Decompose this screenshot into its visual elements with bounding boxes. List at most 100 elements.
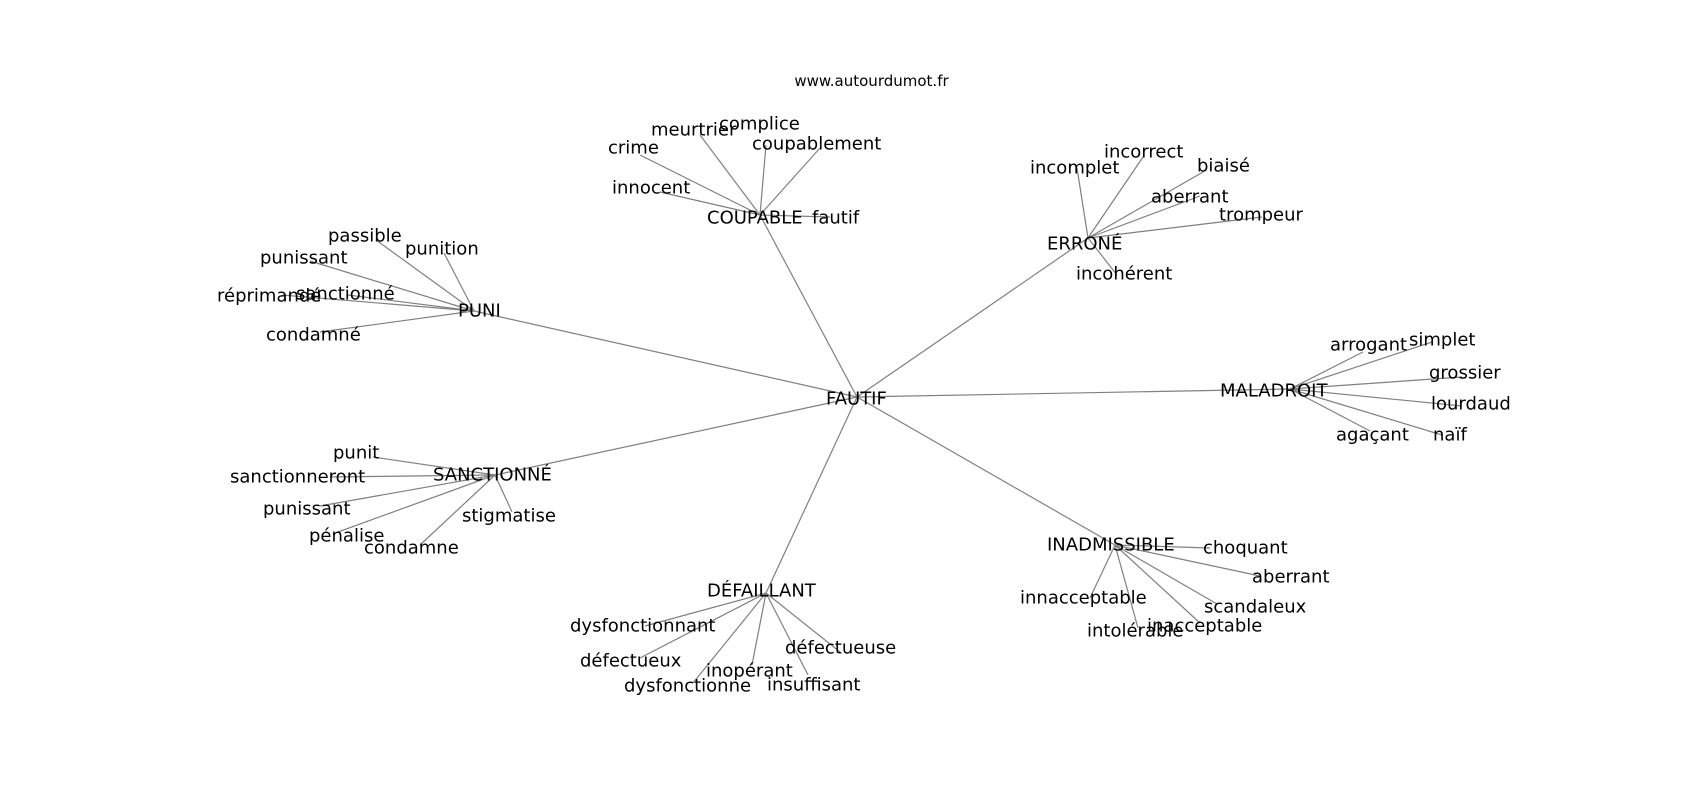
leaf-node-label[interactable]: arrogant — [1330, 335, 1407, 356]
leaf-node-label[interactable]: choquant — [1203, 538, 1288, 559]
edge-hub-to-leaf — [1114, 544, 1261, 577]
leaf-node-label[interactable]: punissant — [260, 248, 348, 269]
leaf-node-label[interactable]: meurtrier — [651, 120, 737, 141]
leaf-node-label[interactable]: lourdaud — [1431, 394, 1511, 415]
edge-hub-to-leaf — [309, 260, 475, 312]
edge-hub-to-leaf — [375, 239, 475, 312]
leaf-node-label[interactable]: scandaleux — [1204, 597, 1307, 618]
edge-hub-to-leaf — [281, 294, 475, 312]
leaf-node-label[interactable]: simplet — [1409, 330, 1475, 351]
edge-hub-to-leaf — [1087, 156, 1144, 239]
edge-hub-to-leaf — [372, 456, 496, 476]
edge-hub-to-leaf — [759, 147, 821, 216]
leaf-node-label[interactable]: grossier — [1429, 363, 1501, 384]
edge-hub-to-leaf — [319, 474, 496, 507]
edge-hub-to-leaf — [639, 592, 767, 659]
leaf-node-label[interactable]: punit — [333, 443, 379, 464]
edge-hub-to-leaf — [1289, 388, 1443, 436]
leaf-node-label[interactable]: incorrect — [1104, 142, 1183, 163]
edge-hub-to-leaf — [1289, 388, 1371, 432]
leaf-node-label[interactable]: fautif — [812, 208, 860, 229]
edge-hub-to-leaf — [759, 144, 767, 216]
edge-hub-to-leaf — [329, 474, 496, 478]
edge-hub-to-leaf — [699, 134, 761, 216]
edge-hub-to-leaf — [759, 214, 831, 218]
leaf-node-label[interactable]: dysfonctionnant — [570, 616, 716, 637]
leaf-node-label[interactable]: innacceptable — [1020, 588, 1147, 609]
leaf-node-label[interactable]: réprimandé — [217, 286, 321, 307]
hub-node-label[interactable]: PUNI — [458, 301, 501, 322]
leaf-node-label[interactable]: stigmatise — [462, 506, 556, 527]
leaf-node-label[interactable]: passible — [328, 226, 402, 247]
edge-hub-to-leaf — [1114, 544, 1201, 624]
leaf-node-label[interactable]: coupablement — [752, 134, 881, 155]
edge-hub-to-leaf — [1087, 216, 1263, 239]
leaf-node-label[interactable]: naïf — [1433, 425, 1467, 446]
edge-hub-to-leaf — [1289, 388, 1463, 407]
leaf-node-label[interactable]: intolérable — [1087, 621, 1184, 642]
edge-hub-to-leaf — [692, 592, 767, 684]
edge-hub-to-leaf — [1289, 351, 1364, 390]
edge-hub-to-leaf — [319, 310, 475, 333]
leaf-node-label[interactable]: condamné — [266, 325, 361, 346]
leaf-node-label[interactable]: punition — [405, 239, 479, 260]
leaf-node-label[interactable]: punissant — [263, 499, 351, 520]
edge-center-to-hub — [494, 396, 858, 476]
hub-node-label[interactable]: ERRONÉ — [1047, 233, 1122, 255]
edge-hub-to-leaf — [1089, 544, 1116, 599]
edge-hub-to-leaf — [639, 154, 761, 216]
leaf-node-label[interactable]: biaisé — [1197, 156, 1250, 177]
edge-hub-to-leaf — [765, 592, 841, 653]
edge-hub-to-leaf — [419, 474, 496, 546]
edge-hub-to-leaf — [751, 592, 767, 666]
leaf-node-label[interactable]: défectueuse — [785, 638, 896, 659]
edge-center-to-hub — [856, 388, 1291, 398]
edge-hub-to-leaf — [1087, 195, 1201, 239]
edge-hub-to-leaf — [1289, 376, 1463, 390]
edge-hub-to-leaf — [1076, 167, 1089, 239]
edge-center-to-hub — [759, 214, 858, 398]
edge-hub-to-leaf — [1114, 544, 1211, 549]
source-label[interactable]: www.autourdumot.fr — [794, 72, 949, 90]
leaf-node-label[interactable]: défectueux — [580, 651, 682, 672]
edge-hub-to-leaf — [644, 592, 767, 627]
leaf-node-label[interactable]: complice — [719, 114, 800, 135]
edge-hub-to-leaf — [337, 474, 496, 533]
edge-hub-to-leaf — [765, 592, 809, 676]
leaf-node-label[interactable]: condamne — [364, 538, 459, 559]
edge-hub-to-leaf — [1289, 341, 1433, 390]
hub-node-label[interactable]: MALADROIT — [1220, 381, 1328, 402]
leaf-node-label[interactable]: inacceptable — [1147, 616, 1262, 637]
edge-hub-to-leaf — [1114, 544, 1139, 629]
leaf-node-label[interactable]: aberrant — [1252, 567, 1330, 588]
leaf-node-label[interactable]: pénalise — [309, 526, 384, 547]
leaf-node-label[interactable]: aberrant — [1151, 187, 1229, 208]
edge-center-to-hub — [856, 396, 1116, 546]
leaf-node-label[interactable]: incohérent — [1076, 264, 1172, 285]
leaf-node-label[interactable]: insuffisant — [767, 675, 860, 696]
leaf-node-label[interactable]: agaçant — [1336, 425, 1409, 446]
hub-node-label[interactable]: DÉFAILLANT — [707, 580, 817, 602]
edge-hub-to-leaf — [1087, 237, 1118, 276]
leaf-node-label[interactable]: innocent — [612, 178, 690, 199]
leaf-node-label[interactable]: sanctionné — [296, 284, 395, 305]
hub-node-label[interactable]: SANCTIONNÉ — [433, 464, 552, 486]
edge-center-to-hub — [473, 310, 858, 398]
leaf-node-label[interactable]: dysfonctionne — [624, 676, 751, 697]
leaf-node-label[interactable]: incomplet — [1030, 158, 1119, 179]
edge-hub-to-leaf — [443, 252, 475, 312]
leaf-node-label[interactable]: crime — [608, 138, 659, 159]
edge-center-to-hub — [856, 237, 1089, 398]
leaf-node-label[interactable]: inopérant — [706, 661, 793, 682]
edge-hub-to-leaf — [1114, 544, 1218, 605]
leaf-node-label[interactable]: trompeur — [1219, 205, 1304, 226]
edge-hub-to-leaf — [494, 474, 513, 513]
edges-layer — [281, 134, 1463, 684]
edge-center-to-hub — [765, 396, 858, 594]
center-node-label[interactable]: FAUTIF — [826, 389, 887, 410]
hub-node-label[interactable]: COUPABLE — [707, 208, 803, 229]
hub-node-label[interactable]: INADMISSIBLE — [1047, 535, 1175, 556]
leaf-node-label[interactable]: sanctionneront — [230, 467, 365, 488]
edge-hub-to-leaf — [347, 294, 475, 312]
